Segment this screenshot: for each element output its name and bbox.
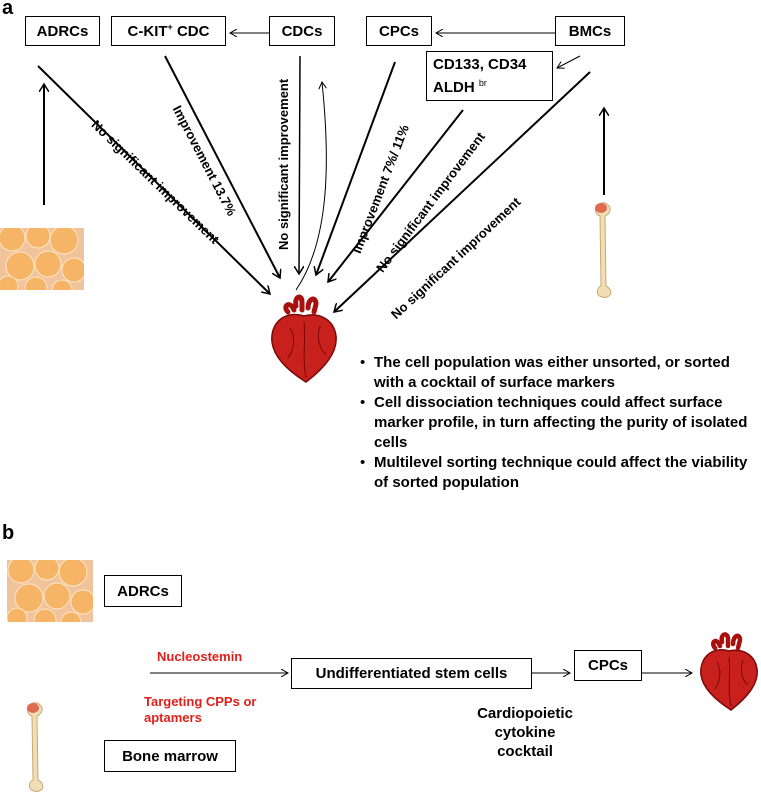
markers-line1: CD133, CD34	[433, 56, 527, 73]
findings-list: The cell population was either unsorted,…	[360, 353, 750, 493]
bone-icon	[26, 702, 44, 792]
panel-a-letter: a	[2, 0, 14, 19]
cpcs-b-label: CPCs	[587, 657, 628, 674]
markers-box: CD133, CD34 ALDH br	[426, 51, 553, 101]
bone-marrow-label: Bone marrow	[122, 747, 218, 765]
adrcs-b-box: ADRCs	[104, 575, 182, 607]
undiff-label: Undifferentiated stem cells	[315, 665, 508, 682]
targeting-label: Targeting CPPs or aptamers	[144, 694, 257, 725]
undiff-box: Undifferentiated stem cells	[291, 658, 532, 689]
adipose-tissue-icon	[7, 560, 93, 622]
ckit-cdc-box: C-KIT+ CDC	[111, 16, 226, 46]
adrcs-box: ADRCs	[25, 16, 100, 46]
ckit-label: C-KIT+ CDC	[127, 22, 210, 40]
cdcs-label: CDCs	[281, 22, 323, 40]
markers-line2: ALDH br	[433, 78, 487, 96]
bmcs-label: BMCs	[568, 22, 612, 40]
finding-item: The cell population was either unsorted,…	[360, 353, 750, 393]
cocktail-label: Cardiopoietic cytokine cocktail	[477, 705, 573, 760]
cpcs-b-box: CPCs	[574, 650, 642, 681]
cpcs-label: CPCs	[378, 22, 419, 40]
adrcs-label: ADRCs	[36, 22, 89, 40]
heart-icon	[700, 632, 758, 711]
finding-item: Multilevel sorting technique could affec…	[360, 453, 750, 493]
adipose-tissue-icon	[0, 228, 84, 290]
finding-item: Cell dissociation techniques could affec…	[360, 393, 750, 453]
panel-b-letter: b	[2, 522, 15, 544]
cdcs-box: CDCs	[269, 16, 335, 46]
nucleostemin-label: Nucleostemin	[157, 649, 243, 664]
adrcs-b-label: ADRCs	[117, 582, 169, 600]
cpcs-box: CPCs	[366, 16, 432, 46]
bone-marrow-box: Bone marrow	[104, 740, 236, 772]
bone-icon	[594, 202, 612, 298]
heart-icon	[271, 294, 337, 383]
bmcs-box: BMCs	[555, 16, 625, 46]
